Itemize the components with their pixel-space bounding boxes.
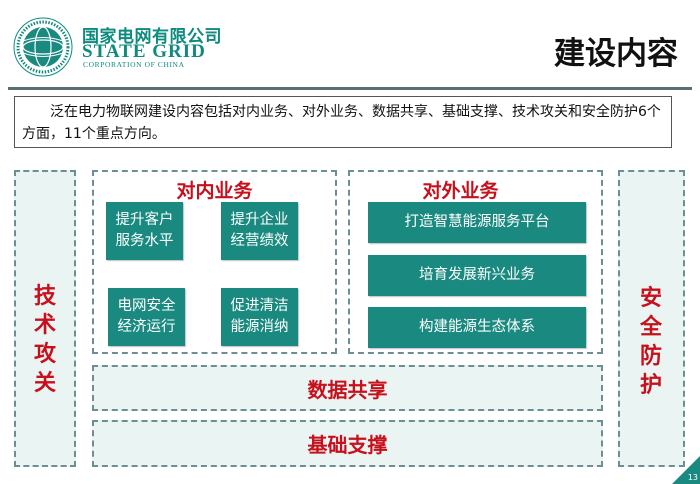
tile-internal-3: 电网安全经济运行 bbox=[108, 288, 185, 346]
tech-pillar: 技术攻关 bbox=[14, 170, 76, 467]
data-sharing-label: 数据共享 bbox=[307, 377, 388, 402]
external-business-title: 对外业务 bbox=[422, 180, 499, 202]
internal-business-group: 对内业务 提升客户服务水平 提升企业经营绩效 电网安全经济运行 促进清洁能源消纳 bbox=[92, 170, 337, 354]
page-number: 13 bbox=[687, 473, 698, 482]
tile-internal-1: 提升客户服务水平 bbox=[106, 202, 183, 260]
foundation-label: 基础支撑 bbox=[307, 433, 388, 457]
tile-internal-2: 提升企业经营绩效 bbox=[221, 202, 298, 260]
data-sharing-band: 数据共享 bbox=[92, 365, 603, 411]
brand-name-cn: 国家电网有限公司 bbox=[82, 27, 222, 47]
tile-external-2: 培育发展新兴业务 bbox=[368, 255, 586, 296]
intro-text: 泛在电力物联网建设内容包括对内业务、对外业务、数据共享、基础支撑、技术攻关和安全… bbox=[14, 96, 672, 148]
slide-title: 建设内容 bbox=[554, 36, 678, 72]
intro-paragraph: 泛在电力物联网建设内容包括对内业务、对外业务、数据共享、基础支撑、技术攻关和安全… bbox=[22, 104, 661, 142]
security-pillar: 安全防护 bbox=[618, 170, 685, 467]
page-corner-decoration bbox=[672, 456, 700, 484]
brand-subtitle: CORPORATION OF CHINA bbox=[83, 60, 185, 69]
tile-external-3: 构建能源生态体系 bbox=[368, 307, 586, 348]
state-grid-logo-icon bbox=[13, 17, 73, 77]
brand-name-en: STATE GRID bbox=[82, 41, 206, 62]
tile-external-1: 打造智慧能源服务平台 bbox=[368, 202, 586, 243]
tile-internal-4: 促进清洁能源消纳 bbox=[221, 288, 298, 346]
security-pillar-label: 安全防护 bbox=[639, 286, 662, 398]
internal-business-title: 对内业务 bbox=[176, 180, 253, 202]
tech-pillar-label: 技术攻关 bbox=[33, 284, 56, 396]
external-business-group: 对外业务 打造智慧能源服务平台 培育发展新兴业务 构建能源生态体系 bbox=[348, 170, 603, 354]
header-divider bbox=[8, 87, 692, 90]
foundation-band: 基础支撑 bbox=[92, 420, 603, 467]
